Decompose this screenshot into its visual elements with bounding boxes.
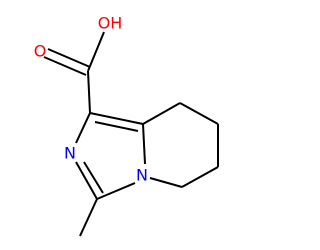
atom-nitrogen-bridgehead: N [136, 166, 148, 185]
atom-oxygen-carbonyl: O [34, 42, 47, 61]
bond-c1-c8a-b [94, 121, 139, 132]
atom-hydroxyl: OH [98, 14, 123, 33]
bond-c-oh [87, 31, 105, 72]
bond-c6-c5 [181, 166, 219, 188]
bond-n4-c8a [142, 123, 146, 165]
bond-c3-methyl [79, 198, 98, 237]
bond-c3-n4 [96, 182, 136, 200]
bond-carboxyl-c1 [87, 70, 91, 114]
bond-c8-c7 [179, 102, 219, 125]
bond-n2-c3-b [83, 161, 104, 194]
bond-c5-n4 [149, 177, 183, 188]
bond-c8a-c8 [142, 102, 181, 125]
bond-c1-c8a-a [89, 112, 144, 125]
bond-n2-c3-a [75, 161, 98, 200]
bond-carbonyl-o-b [47, 48, 91, 68]
atom-nitrogen-imine: N [64, 144, 76, 163]
bond-carbonyl-o-a [43, 56, 87, 76]
bond-c1-n2 [75, 112, 91, 144]
molecule-structure: O OH N N [34, 14, 219, 237]
bonds [43, 31, 219, 237]
